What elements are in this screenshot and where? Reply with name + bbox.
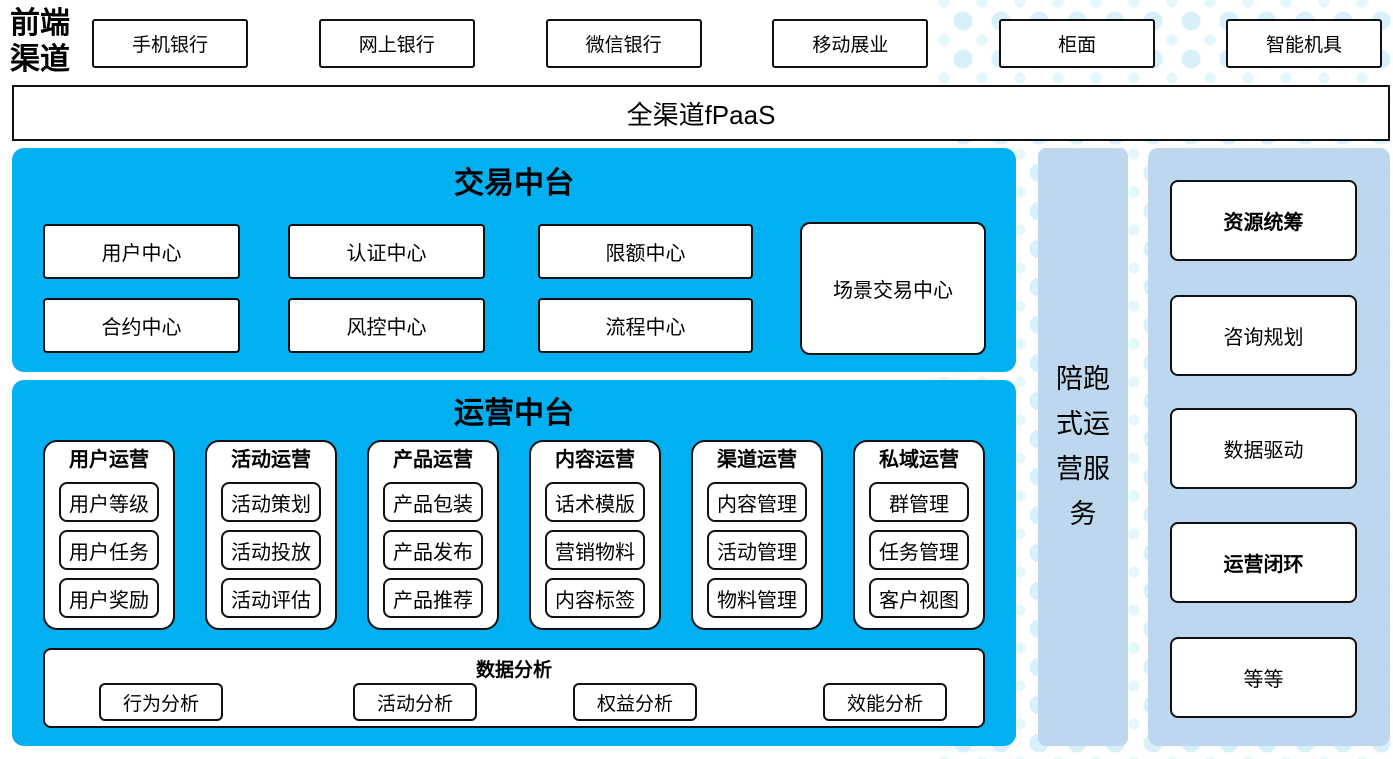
resource-coordination-box: 资源统筹: [1170, 180, 1357, 261]
behavior-analysis-box: 行为分析: [99, 683, 223, 721]
ops-column-user: 用户运营 用户等级 用户任务 用户奖励: [43, 440, 175, 630]
service-items-panel: 资源统筹 咨询规划 数据驱动 运营闭环 等等: [1148, 148, 1390, 746]
ops-item: 内容管理: [707, 482, 807, 522]
ops-item: 活动管理: [707, 530, 807, 570]
ops-column-title: 内容运营: [555, 449, 635, 471]
ops-item: 用户奖励: [59, 578, 159, 618]
ops-column-title: 渠道运营: [717, 449, 797, 471]
front-channels-label: 前端渠道: [10, 7, 70, 76]
ops-columns-row: 用户运营 用户等级 用户任务 用户奖励 活动运营 活动策划 活动投放 活动评估 …: [43, 440, 985, 630]
ops-item: 产品发布: [383, 530, 483, 570]
ops-column-activity: 活动运营 活动策划 活动投放 活动评估: [205, 440, 337, 630]
trade-middle-platform-panel: 交易中台 用户中心 认证中心 限额中心 合约中心 风控中心 流程中心 场景交易中…: [12, 148, 1016, 372]
channel-counter: 柜面: [999, 19, 1156, 68]
channel-mobile-banking: 手机银行: [92, 19, 248, 68]
ops-item: 用户任务: [59, 530, 159, 570]
ops-column-product: 产品运营 产品包装 产品发布 产品推荐: [367, 440, 499, 630]
trade-platform-title: 交易中台: [454, 167, 574, 200]
ops-closed-loop-box: 运营闭环: [1170, 522, 1357, 603]
ops-column-title: 用户运营: [69, 449, 149, 471]
data-driven-box: 数据驱动: [1170, 408, 1357, 489]
front-channels-row: 手机银行 网上银行 微信银行 移动展业 柜面 智能机具: [92, 19, 1382, 68]
ops-item: 客户视图: [869, 578, 969, 618]
ops-item: 活动投放: [221, 530, 321, 570]
data-analytics-title: 数据分析: [475, 660, 552, 681]
ops-item: 营销物料: [545, 530, 645, 570]
ops-column-title: 产品运营: [393, 449, 473, 471]
ops-column-title: 活动运营: [231, 449, 311, 471]
rights-analysis-box: 权益分析: [573, 683, 697, 721]
companion-ops-service-label: 陪跑式运营服务: [1056, 364, 1110, 529]
user-center-box: 用户中心: [43, 224, 240, 279]
ops-item: 用户等级: [59, 482, 159, 522]
ops-item: 产品包装: [383, 482, 483, 522]
contract-center-box: 合约中心: [43, 298, 240, 353]
risk-center-box: 风控中心: [288, 298, 485, 353]
ops-column-channel: 渠道运营 内容管理 活动管理 物料管理: [691, 440, 823, 630]
companion-ops-service-bar: 陪跑式运营服务: [1038, 148, 1128, 746]
data-analytics-strip: 数据分析 行为分析 活动分析 权益分析 效能分析: [43, 648, 985, 728]
ops-item: 活动评估: [221, 578, 321, 618]
etc-box: 等等: [1170, 637, 1357, 718]
channel-online-banking: 网上银行: [318, 19, 475, 68]
ops-item: 活动策划: [221, 482, 321, 522]
ops-item: 话术模版: [545, 482, 645, 522]
scenario-trade-center-box: 场景交易中心: [800, 222, 986, 355]
auth-center-box: 认证中心: [288, 224, 485, 279]
operations-middle-platform-panel: 运营中台 用户运营 用户等级 用户任务 用户奖励 活动运营 活动策划 活动投放 …: [12, 380, 1016, 746]
omni-channel-fpaas-bar: 全渠道fPaaS: [12, 85, 1390, 141]
ops-item: 内容标签: [545, 578, 645, 618]
process-center-box: 流程中心: [538, 298, 753, 353]
consulting-planning-box: 咨询规划: [1170, 295, 1357, 376]
efficiency-analysis-box: 效能分析: [823, 683, 947, 721]
ops-column-title: 私域运营: [879, 449, 959, 471]
channel-wechat-banking: 微信银行: [545, 19, 702, 68]
channel-mobile-sales: 移动展业: [772, 19, 929, 68]
ops-column-content: 内容运营 话术模版 营销物料 内容标签: [529, 440, 661, 630]
activity-analysis-box: 活动分析: [353, 683, 477, 721]
channel-smart-devices: 智能机具: [1225, 19, 1382, 68]
ops-column-private-domain: 私域运营 群管理 任务管理 客户视图: [853, 440, 985, 630]
limit-center-box: 限额中心: [538, 224, 753, 279]
ops-item: 任务管理: [869, 530, 969, 570]
ops-item: 群管理: [869, 482, 969, 522]
ops-platform-title: 运营中台: [454, 397, 574, 430]
ops-item: 产品推荐: [383, 578, 483, 618]
ops-item: 物料管理: [707, 578, 807, 618]
